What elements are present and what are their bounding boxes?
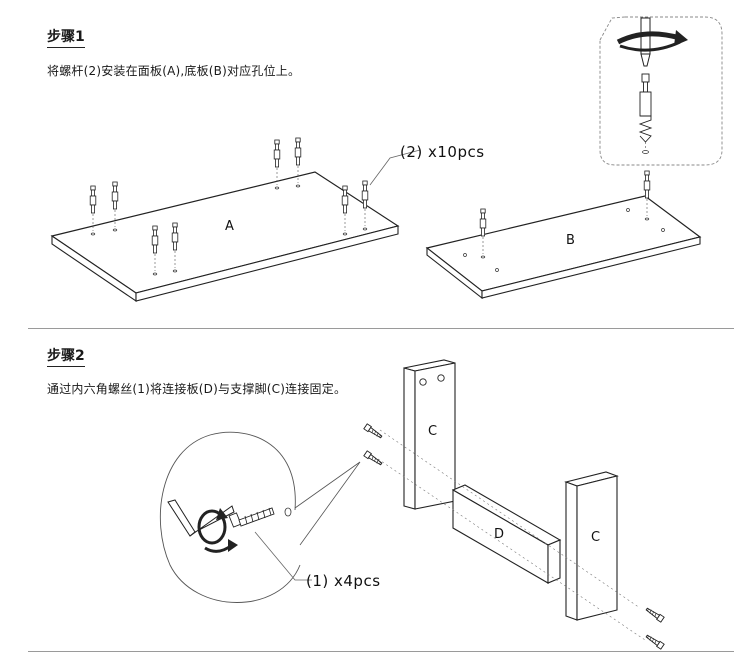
screw-icon bbox=[363, 450, 383, 466]
step-divider bbox=[28, 328, 734, 329]
leg-c-right bbox=[564, 471, 619, 621]
step1-instruction: 将螺杆(2)安装在面板(A),底板(B)对应孔位上。 bbox=[47, 64, 301, 78]
leg-c-left bbox=[403, 359, 456, 510]
step2-title: 步骤2 bbox=[47, 345, 85, 367]
leg-c-left-label: C bbox=[428, 424, 437, 439]
screw-detail-bubble bbox=[159, 431, 361, 603]
connector-d-label: D bbox=[494, 527, 504, 542]
panel-b-label: B bbox=[566, 233, 575, 248]
screw-callout-line bbox=[254, 531, 312, 581]
connector-d bbox=[451, 484, 562, 584]
panel-a-label: A bbox=[225, 219, 234, 234]
step1-title: 步骤1 bbox=[47, 26, 85, 48]
screw-quantity-label: (1) x4pcs bbox=[306, 572, 381, 590]
step2-instruction: 通过内六角螺丝(1)将连接板(D)与支撑脚(C)连接固定。 bbox=[47, 382, 347, 396]
panel-b bbox=[425, 195, 702, 300]
bolt-callout-line bbox=[369, 149, 421, 186]
alignment-lines bbox=[377, 429, 646, 641]
screw-icon bbox=[363, 423, 383, 439]
leg-c-right-label: C bbox=[591, 530, 600, 545]
screw-icon bbox=[645, 607, 665, 623]
bottom-divider bbox=[28, 651, 734, 652]
bolt-quantity-label: (2) x10pcs bbox=[400, 143, 485, 161]
bolt-detail-bubble bbox=[599, 16, 723, 166]
screw-icon bbox=[645, 634, 665, 650]
panel-a bbox=[50, 171, 400, 303]
